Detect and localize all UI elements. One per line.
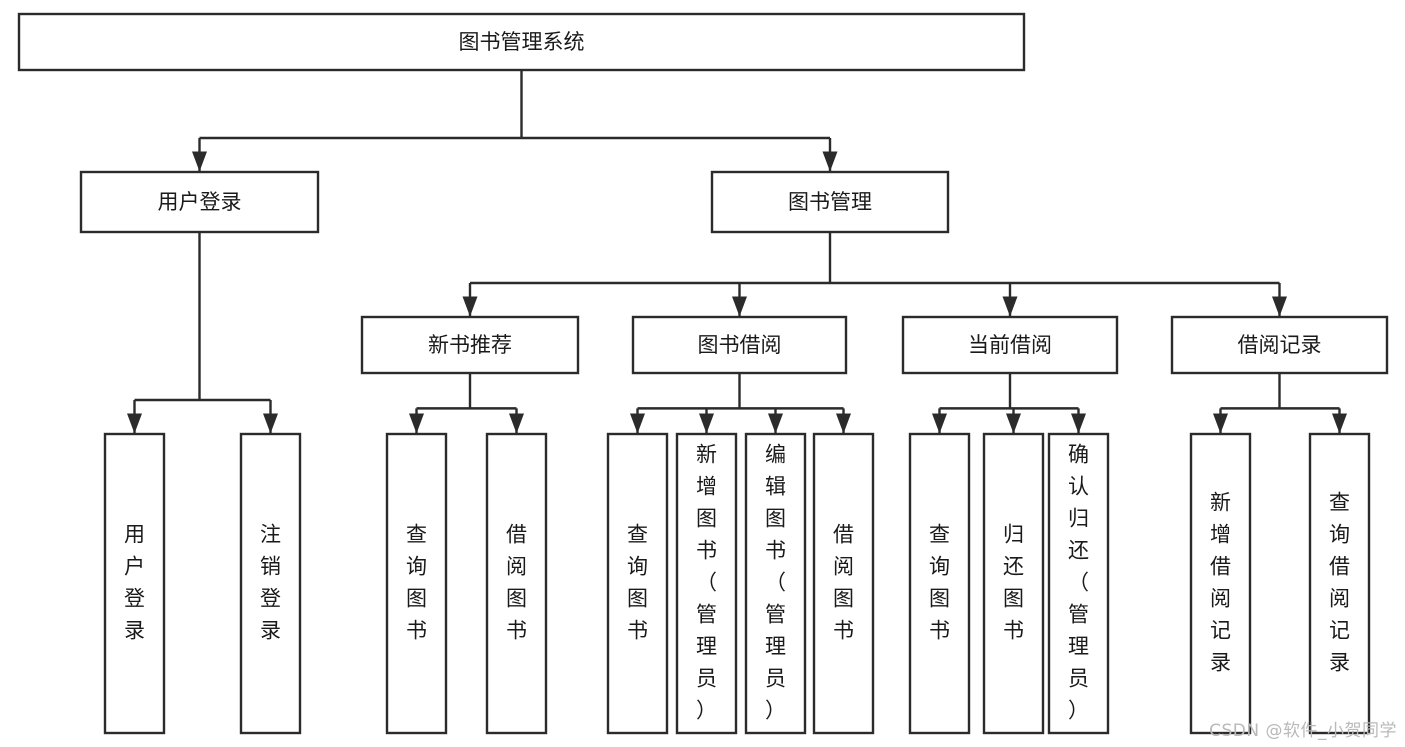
node-box-leaf-query-book-b[interactable]: [606, 432, 669, 735]
arrow-head-icon: [1332, 413, 1347, 434]
node-label-leaf-add-record: 新增借阅记录: [1210, 491, 1231, 675]
arrow-head-icon: [1006, 413, 1021, 434]
node-label-leaf-user-login: 用户登录: [124, 523, 145, 643]
node-layer: [17, 12, 1389, 735]
arrow-head-icon: [192, 151, 207, 172]
node-box-leaf-query-book-rec[interactable]: [385, 432, 448, 735]
node-label-leaf-query-book-c: 查询图书: [929, 523, 950, 643]
node-label-leaf-add-book: 新增图书（管理员）: [696, 443, 717, 723]
node-box-leaf-user-logout[interactable]: [239, 432, 302, 735]
node-label-leaf-borrow-book-rec: 借阅图书: [506, 523, 527, 643]
arrow-head-icon: [932, 413, 947, 434]
arrow-head-icon: [1272, 296, 1287, 317]
arrow-head-icon: [768, 413, 783, 434]
node-label-leaf-borrow-book-b: 借阅图书: [833, 523, 854, 643]
node-box-current-borrow[interactable]: [901, 315, 1119, 375]
arrow-head-icon: [1213, 413, 1228, 434]
arrow-head-icon: [1071, 413, 1086, 434]
node-label-leaf-user-logout: 注销登录: [260, 523, 281, 643]
node-box-user-login[interactable]: [79, 170, 320, 234]
node-box-leaf-return-book[interactable]: [982, 432, 1045, 735]
arrow-head-icon: [127, 413, 142, 434]
node-box-borrow-record[interactable]: [1170, 315, 1389, 375]
arrow-head-icon: [409, 413, 424, 434]
arrow-head-icon: [836, 413, 851, 434]
node-label-current-borrow: 当前借阅: [968, 333, 1052, 357]
node-label-book-borrow: 图书借阅: [698, 333, 782, 357]
node-label-leaf-return-book: 归还图书: [1003, 523, 1024, 643]
node-label-leaf-confirm-return: 确认归还（管理员）: [1068, 443, 1089, 723]
node-box-new-book-rec[interactable]: [360, 315, 580, 375]
node-box-leaf-confirm-return[interactable]: [1047, 432, 1110, 735]
node-box-root[interactable]: [17, 12, 1026, 72]
node-box-leaf-borrow-book-b[interactable]: [812, 432, 875, 735]
node-box-leaf-query-record[interactable]: [1308, 432, 1371, 735]
node-label-leaf-query-book-b: 查询图书: [627, 523, 648, 643]
arrow-head-icon: [732, 296, 747, 317]
csdn-watermark: CSDN @软件_小贺同学: [1209, 721, 1397, 741]
node-box-leaf-query-book-c[interactable]: [908, 432, 971, 735]
node-label-book-manage: 图书管理: [788, 190, 872, 214]
arrow-head-icon: [263, 413, 278, 434]
node-box-leaf-add-book[interactable]: [675, 432, 738, 735]
node-label-borrow-record: 借阅记录: [1238, 333, 1322, 357]
node-label-leaf-query-record: 查询借阅记录: [1329, 491, 1350, 675]
node-box-book-manage[interactable]: [710, 170, 950, 234]
arrow-head-icon: [1002, 296, 1018, 317]
node-box-leaf-user-login[interactable]: [103, 432, 166, 735]
node-label-user-login: 用户登录: [158, 190, 242, 214]
connector-layer: [127, 70, 1347, 434]
arrow-head-icon: [509, 413, 524, 434]
arrow-head-icon: [630, 413, 645, 434]
arrow-head-icon: [822, 151, 838, 172]
node-box-leaf-edit-book[interactable]: [744, 432, 807, 735]
label-layer: 图书管理系统用户登录图书管理新书推荐图书借阅当前借阅借阅记录用户登录注销登录查询…: [124, 30, 1350, 723]
node-box-book-borrow[interactable]: [631, 315, 848, 375]
node-label-new-book-rec: 新书推荐: [428, 333, 512, 357]
node-box-leaf-borrow-book-rec[interactable]: [485, 432, 548, 735]
node-label-leaf-edit-book: 编辑图书（管理员）: [765, 443, 786, 723]
node-label-leaf-query-book-rec: 查询图书: [406, 523, 427, 643]
arrow-head-icon: [462, 296, 478, 317]
node-label-root: 图书管理系统: [459, 30, 585, 54]
node-box-leaf-add-record[interactable]: [1189, 432, 1252, 735]
arrow-head-icon: [699, 413, 714, 434]
